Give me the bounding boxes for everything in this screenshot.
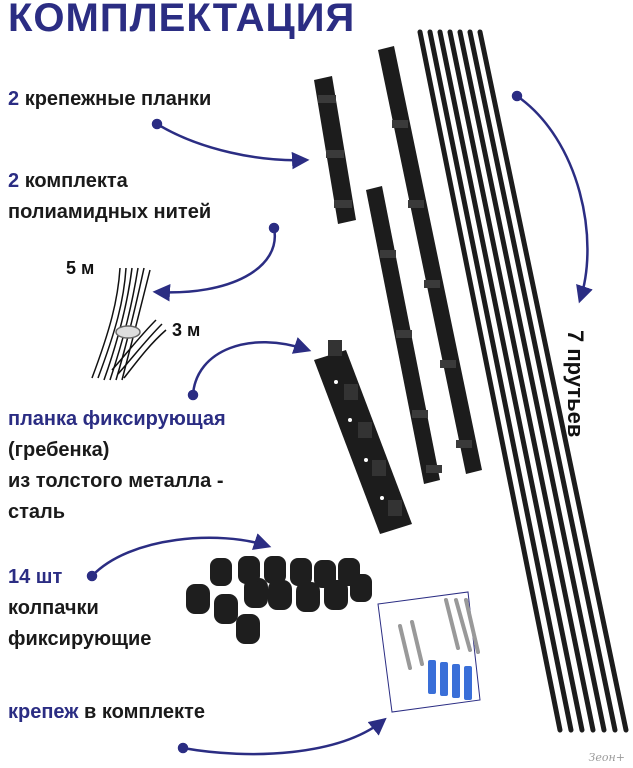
comb-line2: (гребенка) [8,439,110,461]
arrow-plates [156,122,310,170]
thread-bundles [91,267,167,381]
rods [417,29,629,733]
label-plates: 2 крепежные планки [8,84,211,115]
arrow-comb [191,337,312,396]
label-comb: планка фиксирующая (гребенка) из толстог… [8,404,226,528]
length-3m: 3 м [172,320,201,340]
plates-count: 2 [8,88,20,110]
comb-line4: сталь [8,501,66,523]
fasteners-text: крепеж [8,701,79,723]
comb-line1: планка фиксирующая [8,408,226,430]
caps [186,556,372,644]
arrow-threads [152,227,277,302]
mounting-plates [314,46,482,484]
arrow-caps [91,533,272,577]
label-caps: 14 шт колпачки фиксирующие [8,562,151,655]
threads-count: 2 [8,170,20,192]
caps-line1: колпачки [8,597,99,619]
caps-line2: фиксирующие [8,628,152,650]
caps-count: 14 шт [8,566,63,588]
page-title: КОМПЛЕКТАЦИЯ [8,0,356,40]
label-threads: 2 комплекта полиамидных нитей [8,166,211,228]
pointer-arrows [86,90,593,756]
comb-plate [314,340,412,534]
fasteners [377,591,481,713]
threads-line2: полиамидных нитей [8,201,212,223]
watermark: Зеон+ [588,751,625,764]
plates-text: крепежные планки [24,88,212,110]
arrow-rods [516,94,593,304]
label-fasteners: крепеж в комплекте [8,697,205,728]
arrow-fasteners [182,717,387,756]
length-5m: 5 м [66,258,95,278]
threads-line1: комплекта [24,170,128,192]
comb-line3: из толстого металла - [8,470,224,492]
fasteners-text2: в комплекте [84,701,205,723]
